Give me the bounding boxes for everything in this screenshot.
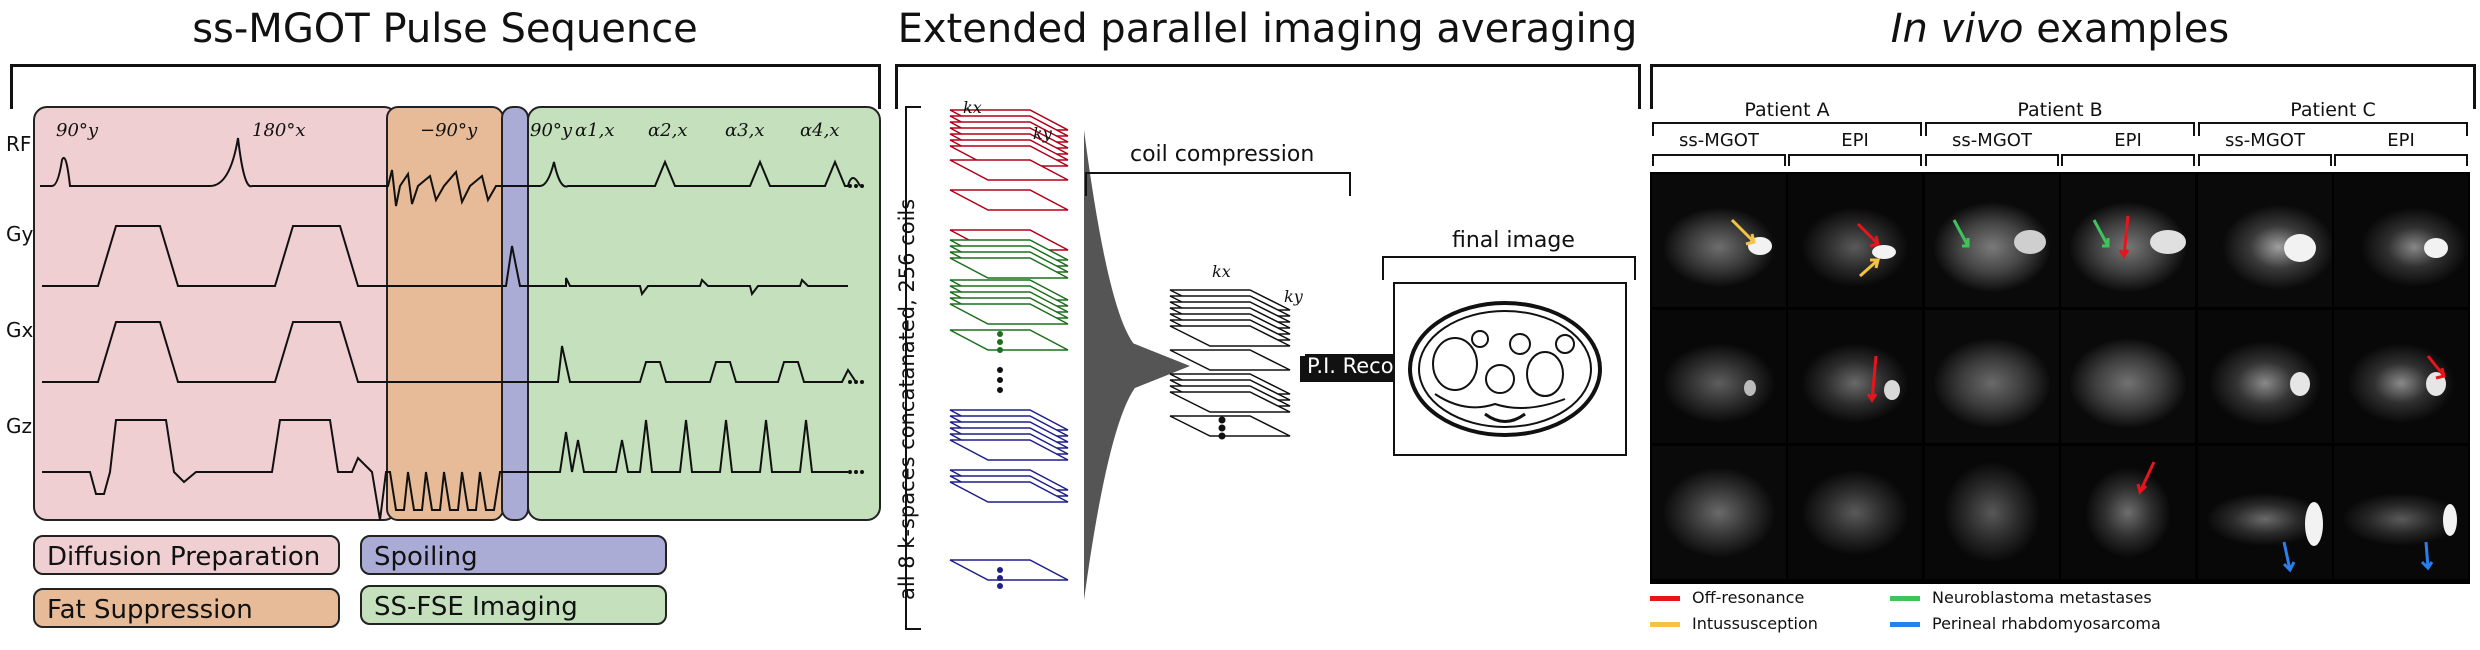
pulse-bracket xyxy=(10,64,881,109)
col-label-c-ssmgot: ss-MGOT xyxy=(2225,130,2305,151)
col-label-b-ssmgot: ss-MGOT xyxy=(1952,130,2032,151)
legend-fat-suppression: Fat Suppression xyxy=(33,588,340,628)
rf-label-alpha3: α3,x xyxy=(725,120,765,141)
mri-a-epi-2 xyxy=(1788,310,1922,443)
patient-c-bracket xyxy=(2198,122,2468,136)
invivo-title-rest: examples xyxy=(2023,6,2230,52)
legend-intussusception-label: Intussusception xyxy=(1692,614,1818,633)
col-label-a-ssmgot: ss-MGOT xyxy=(1679,130,1759,151)
patient-a-bracket xyxy=(1652,122,1922,136)
patient-c-label: Patient C xyxy=(2290,99,2376,121)
rf-label-neg90y: −90°y xyxy=(420,120,478,141)
coil-compression-bracket xyxy=(1085,172,1351,196)
kspace-bracket xyxy=(905,106,921,630)
pi-recon-label: P.I. Recon xyxy=(1305,354,1409,378)
col-label-c-epi: EPI xyxy=(2387,130,2415,151)
fat-suppression-region xyxy=(386,106,504,521)
compressed-ky-label: ky xyxy=(1284,287,1303,306)
rf-label-alpha4: α4,x xyxy=(800,120,840,141)
mri-annotation-overlay xyxy=(1730,215,2457,573)
rf-label-180x: 180°x xyxy=(252,120,306,141)
diffusion-region xyxy=(33,106,398,521)
patient-a-label: Patient A xyxy=(1744,99,1830,121)
green-kspace-stack xyxy=(949,239,1069,351)
compressed-kx-label: kx xyxy=(1212,262,1231,281)
mri-a-ssmgot-3 xyxy=(1652,446,1786,579)
invivo-title-italic: In vivo xyxy=(1890,6,2024,52)
legend-rhabdomyosarcoma-label: Perineal rhabdomyosarcoma xyxy=(1932,614,2161,633)
final-image-label: final image xyxy=(1452,228,1575,253)
legend-intussusception: Intussusception xyxy=(1650,614,1818,633)
stack-ky-label: ky xyxy=(1033,124,1052,143)
rf-label-alpha1: α1,x xyxy=(575,120,615,141)
col-brackets xyxy=(1652,154,2468,166)
coil-compression-label: coil compression xyxy=(1130,142,1315,167)
row-label-rf: RF xyxy=(6,132,32,156)
legend-spoiling: Spoiling xyxy=(360,535,667,575)
final-image-bracket xyxy=(1382,256,1636,280)
mri-b-epi-2 xyxy=(2061,310,2195,443)
mri-a-epi-1 xyxy=(1788,174,1922,307)
intussusception-swatch xyxy=(1650,622,1680,627)
invivo-bracket xyxy=(1650,64,2476,109)
col-label-a-epi: EPI xyxy=(1841,130,1869,151)
ssfse-region xyxy=(527,106,881,521)
patient-b-bracket xyxy=(1925,122,2195,136)
off-resonance-swatch xyxy=(1650,596,1680,601)
patient-b-label: Patient B xyxy=(2017,99,2103,121)
legend-ssfse-imaging: SS-FSE Imaging xyxy=(360,585,667,625)
pulse-panel-title: ss-MGOT Pulse Sequence xyxy=(192,6,698,52)
legend-off-resonance-label: Off-resonance xyxy=(1692,588,1805,607)
compression-funnel-arrow xyxy=(1084,130,1190,600)
legend-off-resonance: Off-resonance xyxy=(1650,588,1804,607)
mri-b-epi-3 xyxy=(2061,446,2195,579)
recon-bracket xyxy=(895,64,1641,109)
mri-image-grid xyxy=(1650,172,2470,584)
recon-panel-title: Extended parallel imaging averaging xyxy=(897,6,1638,52)
rhabdomyosarcoma-swatch xyxy=(1890,622,1920,627)
invivo-panel-title: In vivo examples xyxy=(1650,6,2470,52)
stack-kx-label: kx xyxy=(963,98,982,117)
row-label-gy: Gy xyxy=(6,222,34,246)
mri-b-ssmgot-3 xyxy=(1925,446,2059,579)
mri-c-epi-1 xyxy=(2334,174,2468,307)
rf-label-90y-2: 90°y xyxy=(530,120,573,141)
final-image-frame xyxy=(1393,282,1627,456)
blue-kspace-stack xyxy=(949,409,1069,581)
row-label-gz: Gz xyxy=(6,414,32,438)
compressed-kspace-stack xyxy=(1169,289,1291,440)
mri-a-epi-3 xyxy=(1788,446,1922,579)
rf-label-alpha2: α2,x xyxy=(648,120,688,141)
legend-diffusion-preparation: Diffusion Preparation xyxy=(33,535,340,575)
kspace-stacks xyxy=(949,109,1069,589)
row-label-gx: Gx xyxy=(6,318,34,342)
neuroblastoma-swatch xyxy=(1890,596,1920,601)
mri-a-ssmgot-2 xyxy=(1652,310,1786,443)
legend-rhabdomyosarcoma: Perineal rhabdomyosarcoma xyxy=(1890,614,2161,633)
col-label-b-epi: EPI xyxy=(2114,130,2142,151)
legend-neuroblastoma-label: Neuroblastoma metastases xyxy=(1932,588,2152,607)
reconstructed-anatomy-drawing xyxy=(1408,301,1602,437)
legend-neuroblastoma: Neuroblastoma metastases xyxy=(1890,588,2152,607)
mri-c-ssmgot-2 xyxy=(2198,310,2332,443)
mri-b-ssmgot-2 xyxy=(1925,310,2059,443)
pulse-waveforms xyxy=(40,137,864,521)
rf-label-90y: 90°y xyxy=(56,120,99,141)
